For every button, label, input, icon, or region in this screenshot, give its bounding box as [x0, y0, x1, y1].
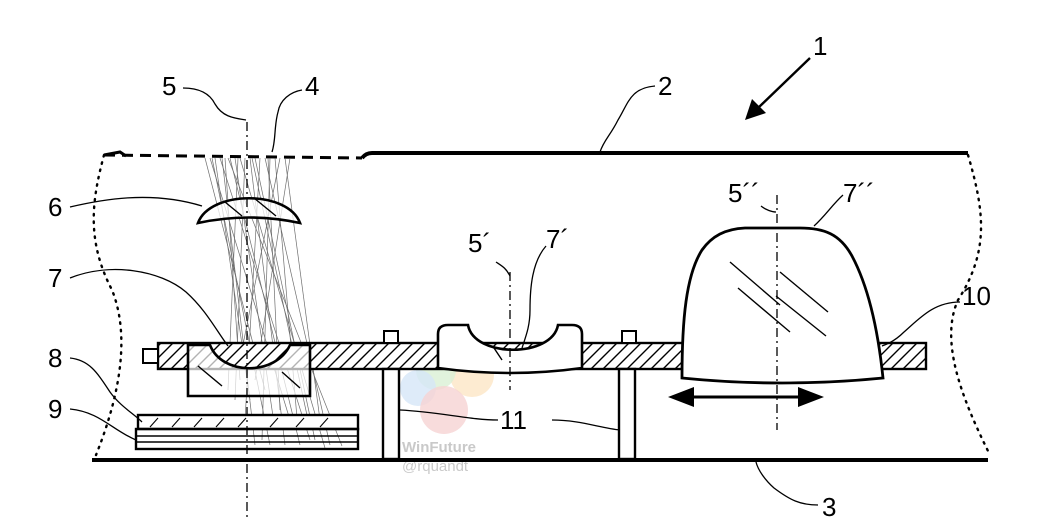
label-6: 6	[48, 192, 62, 222]
label-4: 4	[305, 71, 319, 101]
movement-arrow	[668, 387, 824, 407]
leader-2	[600, 86, 655, 152]
leader-7	[70, 270, 228, 346]
lens-6	[198, 198, 300, 223]
leader-3	[756, 462, 818, 505]
label-8: 8	[48, 343, 62, 373]
stray-dot	[873, 319, 875, 321]
support-left	[383, 369, 399, 459]
arrow-1	[745, 58, 810, 120]
leader-7-prime	[522, 246, 546, 348]
leader-5-double-prime	[761, 206, 776, 212]
watermark-circle-red	[420, 386, 468, 434]
watermark-brand: WinFuture	[402, 439, 476, 456]
leader-6	[70, 197, 202, 207]
leader-7-double-prime	[814, 195, 843, 226]
leader-10	[882, 302, 960, 346]
top-wall	[104, 152, 968, 158]
carrier-stop-right	[622, 331, 636, 343]
label-5-prime: 5´	[468, 228, 491, 258]
top-wall-left-notch	[104, 152, 126, 156]
leader-5-prime	[496, 262, 510, 276]
label-2: 2	[658, 71, 672, 101]
label-5: 5	[162, 71, 176, 101]
leader-5	[183, 88, 246, 120]
carrier-plate-end-tab	[143, 349, 158, 363]
leader-9	[70, 409, 136, 440]
label-5-double-prime: 5´´	[728, 178, 760, 208]
label-7-prime: 7´	[546, 224, 569, 254]
lens-7-double-prime	[682, 228, 883, 383]
leader-4	[272, 90, 302, 152]
top-wall-opening-dashed	[104, 155, 362, 158]
label-7: 7	[48, 263, 62, 293]
label-1: 1	[813, 31, 827, 61]
label-10: 10	[962, 281, 991, 311]
support-right	[619, 369, 635, 459]
carrier-stop-left	[384, 331, 398, 343]
label-3: 3	[822, 492, 836, 522]
leader-8	[70, 358, 142, 422]
label-9: 9	[48, 394, 62, 424]
label-11: 11	[500, 405, 527, 435]
top-wall-solid	[362, 153, 968, 158]
leader-11-right	[552, 420, 620, 430]
label-7-double-prime: 7´´	[843, 178, 875, 208]
